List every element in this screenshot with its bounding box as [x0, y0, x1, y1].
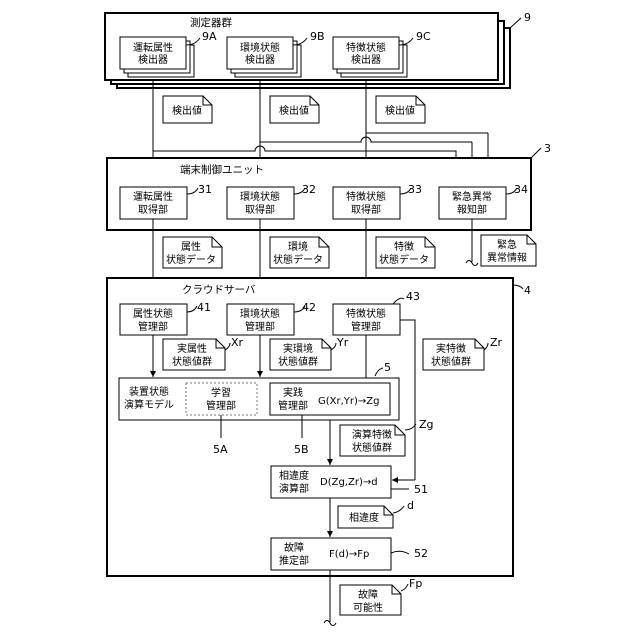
ref-51: 51 [414, 483, 428, 496]
emergency-info-tag: 緊急 異常情報 [481, 235, 536, 266]
svg-text:状態値群: 状態値群 [431, 355, 471, 368]
ref-zr: Zr [490, 336, 503, 349]
svg-text:検出器: 検出器 [245, 53, 275, 66]
svg-text:属性: 属性 [181, 240, 201, 253]
ref-zg: Zg [419, 418, 434, 431]
ref-31: 31 [198, 183, 212, 196]
group-9-title: 測定器群 [190, 16, 232, 29]
svg-text:状態データ: 状態データ [166, 253, 216, 266]
svg-text:実践: 実践 [283, 386, 303, 399]
svg-text:演算部: 演算部 [279, 482, 309, 495]
ref-43: 43 [406, 290, 420, 303]
svg-text:検出器: 検出器 [138, 53, 168, 66]
state-data-tag-1: 属性 状態データ [163, 237, 222, 268]
svg-text:特徴状態: 特徴状態 [346, 41, 386, 54]
ref-xr: Xr [231, 336, 244, 349]
ref-42: 42 [302, 301, 316, 314]
svg-text:装置状態: 装置状態 [129, 385, 169, 398]
svg-text:学習: 学習 [211, 386, 231, 399]
svg-text:実属性: 実属性 [177, 342, 207, 355]
detected-value-tag-1: 検出値 [163, 96, 212, 123]
svg-text:取得部: 取得部 [245, 203, 275, 216]
svg-text:推定部: 推定部 [279, 554, 309, 567]
svg-text:運転属性: 運転属性 [133, 190, 173, 203]
svg-text:取得部: 取得部 [138, 203, 168, 216]
svg-text:状態データ: 状態データ [379, 253, 429, 266]
svg-text:検出値: 検出値 [172, 104, 202, 117]
ref-34: 34 [514, 183, 528, 196]
ref-yr: Yr [336, 336, 349, 349]
svg-text:特徴状態: 特徴状態 [346, 190, 386, 203]
ref-9b: 9B [310, 30, 325, 43]
svg-text:管理部: 管理部 [278, 399, 308, 412]
svg-text:状態値群: 状態値群 [278, 355, 318, 368]
svg-text:演算モデル: 演算モデル [124, 398, 174, 411]
ref-5: 5 [384, 361, 391, 374]
svg-text:属性状態: 属性状態 [133, 307, 173, 320]
svg-text:検出値: 検出値 [279, 104, 309, 117]
svg-text:取得部: 取得部 [351, 203, 381, 216]
svg-text:報知部: 報知部 [457, 203, 487, 216]
state-data-tag-3: 特徴 状態データ [376, 237, 435, 268]
failure-formula: F(d)→Fp [329, 549, 369, 560]
svg-text:状態データ: 状態データ [273, 253, 323, 266]
state-data-tag-2: 環境 状態データ [270, 237, 329, 268]
svg-text:特徴状態: 特徴状態 [346, 307, 386, 320]
ref-5a: 5A [213, 443, 228, 456]
svg-text:緊急異常: 緊急異常 [452, 190, 492, 203]
model-formula: G(Xr,Yr)→Zg [318, 396, 380, 407]
server-4-title: クラウドサーバ [182, 284, 256, 296]
ref-fp: Fp [409, 577, 422, 590]
ref-9c: 9C [416, 30, 431, 43]
svg-text:緊急: 緊急 [497, 238, 517, 251]
failure-possibility-tag: 故障 可能性 Fp [340, 577, 422, 615]
unit-3-title: 端末制御ユニット [180, 163, 264, 176]
unit-3-ref: 3 [544, 142, 551, 155]
similarity-formula: D(Zg,Zr)→d [320, 477, 378, 488]
ref-33: 33 [408, 183, 422, 196]
svg-text:状態値群: 状態値群 [352, 441, 392, 454]
ref-5b: 5B [294, 443, 309, 456]
ref-41: 41 [197, 301, 211, 314]
svg-text:実特徴: 実特徴 [436, 342, 466, 355]
ref-9a: 9A [202, 30, 217, 43]
ref-d: d [407, 499, 414, 512]
svg-text:環境状態: 環境状態 [240, 307, 280, 320]
svg-text:環境: 環境 [288, 240, 308, 253]
svg-text:故障: 故障 [284, 541, 304, 554]
ref-52: 52 [414, 547, 428, 560]
svg-text:故障: 故障 [358, 588, 378, 601]
svg-text:管理部: 管理部 [351, 320, 381, 333]
svg-text:実環境: 実環境 [283, 342, 313, 355]
svg-text:検出器: 検出器 [351, 53, 381, 66]
svg-text:管理部: 管理部 [206, 399, 236, 412]
svg-text:環境状態: 環境状態 [240, 41, 280, 54]
svg-text:検出値: 検出値 [385, 104, 415, 117]
detected-value-tag-3: 検出値 [376, 96, 425, 123]
svg-text:環境状態: 環境状態 [240, 190, 280, 203]
svg-text:特徴: 特徴 [394, 240, 414, 253]
svg-text:相違度: 相違度 [349, 511, 379, 524]
svg-text:管理部: 管理部 [138, 320, 168, 333]
svg-text:演算特徴: 演算特徴 [352, 428, 392, 441]
svg-text:状態値群: 状態値群 [172, 355, 212, 368]
svg-text:可能性: 可能性 [353, 601, 383, 614]
svg-text:異常情報: 異常情報 [487, 251, 527, 264]
detected-value-tag-2: 検出値 [270, 96, 319, 123]
svg-text:運転属性: 運転属性 [133, 41, 173, 54]
server-4-ref: 4 [524, 284, 531, 297]
svg-text:管理部: 管理部 [245, 320, 275, 333]
svg-text:相違度: 相違度 [279, 469, 309, 482]
ref-32: 32 [302, 183, 316, 196]
group-9-ref: 9 [524, 11, 531, 24]
